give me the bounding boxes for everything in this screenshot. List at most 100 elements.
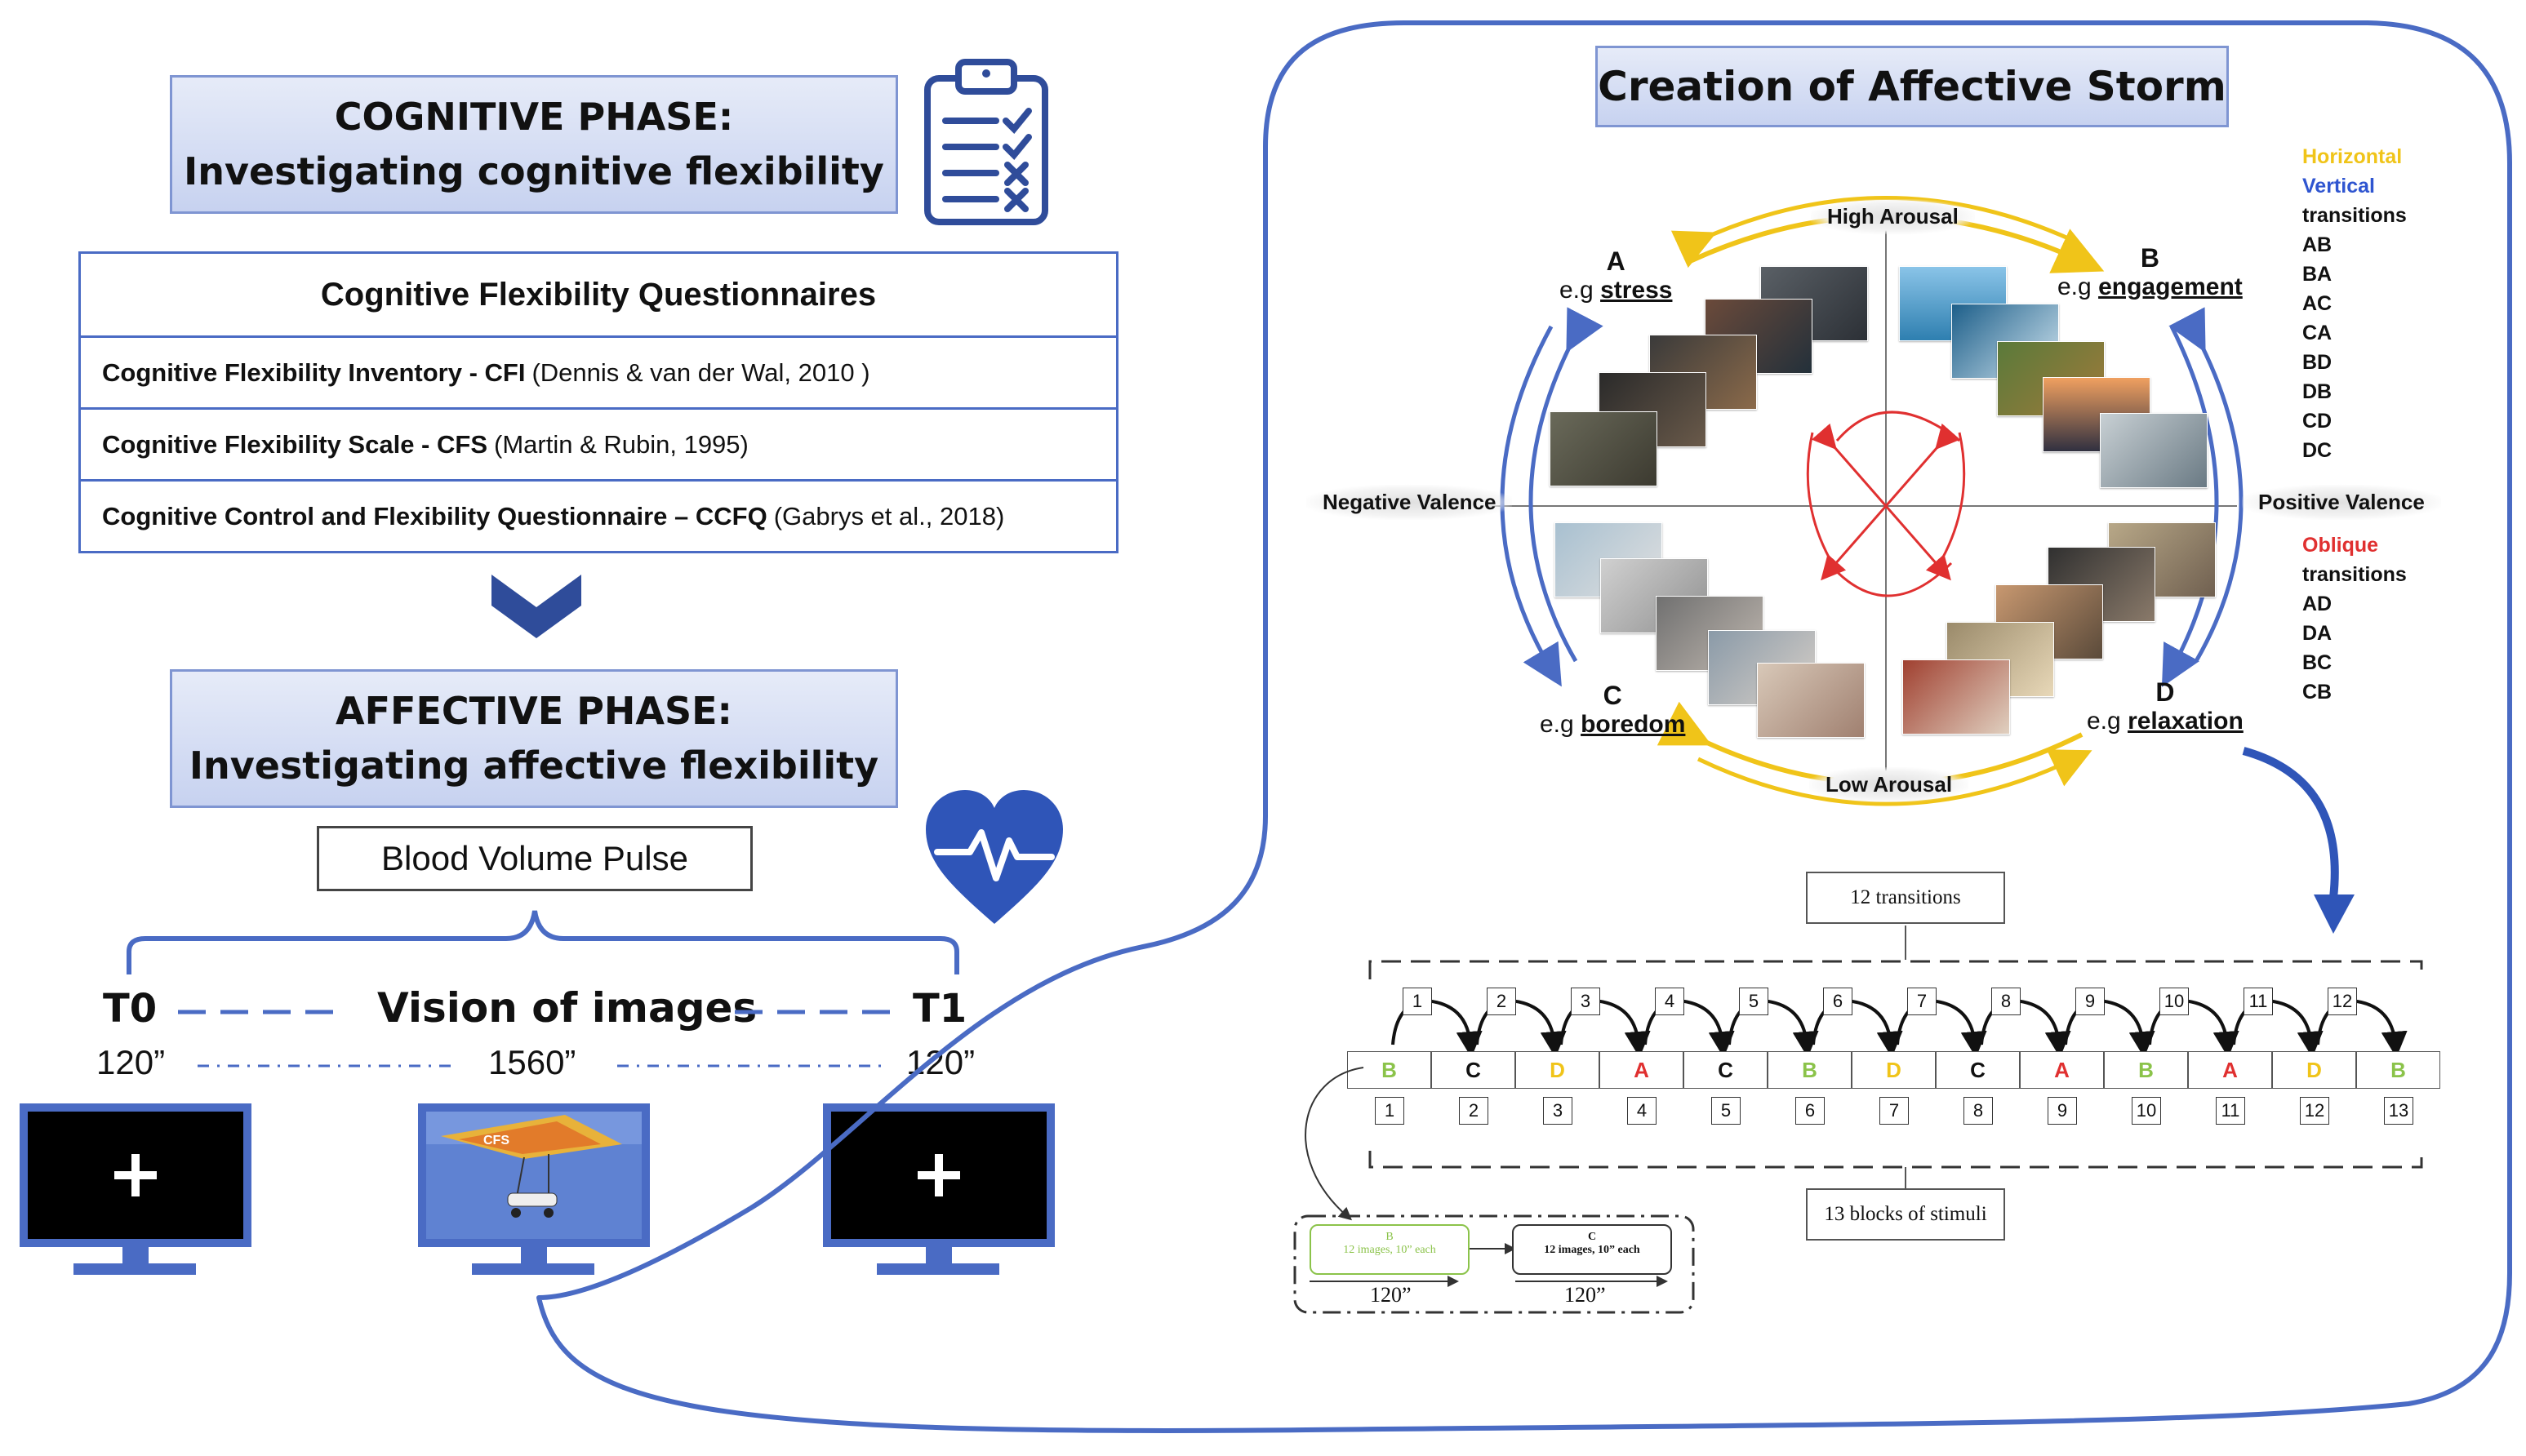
legend-transition: AB — [2302, 233, 2333, 256]
stimulus-block: C — [1431, 1051, 1515, 1089]
questionnaire-row: Cognitive Control and Flexibility Questi… — [81, 479, 1116, 551]
monitor-stand — [122, 1247, 149, 1263]
axis-label-positive-valence: Positive Valence — [2242, 485, 2441, 520]
detail-block-text: 12 images, 10” each — [1544, 1244, 1640, 1256]
transition-number: 12 — [2328, 988, 2357, 1015]
stimulus-photo — [1550, 411, 1657, 486]
transition-number: 1 — [1403, 988, 1432, 1015]
block-number: 11 — [2216, 1097, 2245, 1125]
transition-number: 9 — [2075, 988, 2105, 1015]
detail-block-letter: B — [1385, 1231, 1394, 1243]
stimulus-block: A — [2188, 1051, 2272, 1089]
block-number: 2 — [1459, 1097, 1488, 1125]
t0-label: T0 — [103, 986, 158, 1032]
curved-arrow-down — [2242, 747, 2355, 934]
transition-legend: Horizontal Vertical transitions AB BA AC… — [2302, 142, 2407, 465]
timeline-dashes — [178, 1010, 890, 1014]
stimulus-block: D — [1852, 1051, 1936, 1089]
transition-number: 8 — [1991, 988, 2021, 1015]
stimulus-block: B — [1347, 1051, 1431, 1089]
stimulus-block: D — [1515, 1051, 1599, 1089]
t1-label: T1 — [913, 986, 967, 1032]
axis-label-negative-valence: Negative Valence — [1306, 485, 1513, 520]
cognitive-phase-title-box: COGNITIVE PHASE: Investigating cognitive… — [170, 75, 898, 214]
block-number: 3 — [1543, 1097, 1572, 1125]
quadrant-a-label: A e.g stress — [1559, 246, 1673, 304]
stimulus-photo — [1757, 663, 1865, 738]
legend-transition: AC — [2302, 292, 2333, 315]
legend-vertical: Vertical — [2302, 175, 2375, 198]
transition-number: 5 — [1739, 988, 1768, 1015]
quadrant-b-label: B e.g engagement — [2057, 243, 2243, 300]
legend-transition: DB — [2302, 380, 2333, 403]
detail-frame — [1293, 1214, 1695, 1314]
legend-transition: DC — [2302, 439, 2333, 462]
axis-label-high-arousal: High Arousal — [1811, 199, 1975, 234]
legend-transitions-label: transitions — [2302, 204, 2407, 227]
transition-number: 7 — [1907, 988, 1937, 1015]
legend-transition: DA — [2302, 622, 2333, 645]
legend-transition: BC — [2302, 651, 2333, 674]
block-number: 5 — [1711, 1097, 1741, 1125]
detail-block-c: C 12 images, 10” each — [1512, 1224, 1672, 1275]
cognitive-phase-subtitle: Investigating cognitive flexibility — [184, 149, 884, 193]
legend-oblique: Oblique — [2302, 534, 2379, 557]
block-number: 4 — [1627, 1097, 1657, 1125]
detail-duration: 120” — [1564, 1283, 1606, 1307]
clipboard-checklist-icon — [924, 59, 1048, 225]
monitor-fixation-t1 — [823, 1103, 1055, 1247]
legend-horizontal: Horizontal — [2302, 145, 2403, 168]
transition-number: 4 — [1655, 988, 1684, 1015]
transition-number: 2 — [1487, 988, 1516, 1015]
block-number: 10 — [2132, 1097, 2161, 1125]
questionnaire-name: Cognitive Control and Flexibility Questi… — [102, 501, 767, 530]
detail-duration: 120” — [1370, 1283, 1412, 1307]
stimulus-block: B — [1768, 1051, 1852, 1089]
questionnaire-name: Cognitive Flexibility Inventory - CFI — [102, 357, 526, 387]
legend-transitions-label: transitions — [2302, 563, 2407, 586]
block-number: 13 — [2384, 1097, 2413, 1125]
stimulus-block: A — [1599, 1051, 1683, 1089]
heart-pulse-icon — [926, 790, 1063, 924]
legend-transition: CA — [2302, 322, 2333, 344]
chevron-down-icon — [491, 575, 581, 638]
questionnaire-name: Cognitive Flexibility Scale - CFS — [102, 429, 487, 459]
affective-phase-subtitle: Investigating affective flexibility — [189, 744, 879, 788]
stimulus-block: A — [2020, 1051, 2104, 1089]
detail-block-b: B 12 images, 10” each — [1310, 1224, 1470, 1275]
questionnaire-ref: (Gabrys et al., 2018) — [773, 501, 1005, 530]
monitor-fixation-t0 — [20, 1103, 251, 1247]
stimulus-block: C — [1683, 1051, 1768, 1089]
questionnaire-table-header: Cognitive Flexibility Questionnaires — [320, 276, 877, 313]
t0-duration: 120” — [96, 1043, 166, 1081]
questionnaire-ref: (Martin & Rubin, 1995) — [494, 429, 749, 459]
cognitive-phase-title: COGNITIVE PHASE: — [334, 95, 734, 140]
stimulus-photo — [1902, 659, 2010, 735]
legend-transition: CB — [2302, 681, 2333, 704]
vision-duration: 1560” — [488, 1043, 576, 1081]
oblique-legend: Oblique transitions AD DA BC CB — [2302, 530, 2407, 707]
block-number: 9 — [2048, 1097, 2077, 1125]
stimulus-block: D — [2272, 1051, 2356, 1089]
svg-text:CFS: CFS — [483, 1134, 509, 1147]
questionnaire-table: Cognitive Flexibility Questionnaires Cog… — [78, 251, 1118, 553]
block-number: 1 — [1375, 1097, 1404, 1125]
questionnaire-ref: (Dennis & van der Wal, 2010 ) — [531, 357, 870, 387]
questionnaire-row: Cognitive Flexibility Scale - CFS (Marti… — [81, 407, 1116, 479]
block-number: 12 — [2300, 1097, 2329, 1125]
block-number: 6 — [1795, 1097, 1825, 1125]
stimulus-block: B — [2104, 1051, 2188, 1089]
quadrant-d-label: D e.g relaxation — [2087, 677, 2244, 735]
legend-transition: BA — [2302, 263, 2333, 286]
timeline-brace — [127, 910, 959, 974]
vision-of-images-label: Vision of images — [377, 984, 758, 1032]
stimulus-block: B — [2356, 1051, 2440, 1089]
monitor-images: CFS — [418, 1103, 650, 1247]
storm-title: Creation of Affective Storm — [1595, 46, 2229, 127]
legend-transition: CD — [2302, 410, 2333, 433]
questionnaire-row: Cognitive Flexibility Inventory - CFI (D… — [81, 335, 1116, 407]
legend-transition: AD — [2302, 593, 2333, 615]
blood-volume-pulse-box: Blood Volume Pulse — [317, 826, 753, 891]
transition-number: 3 — [1571, 988, 1600, 1015]
